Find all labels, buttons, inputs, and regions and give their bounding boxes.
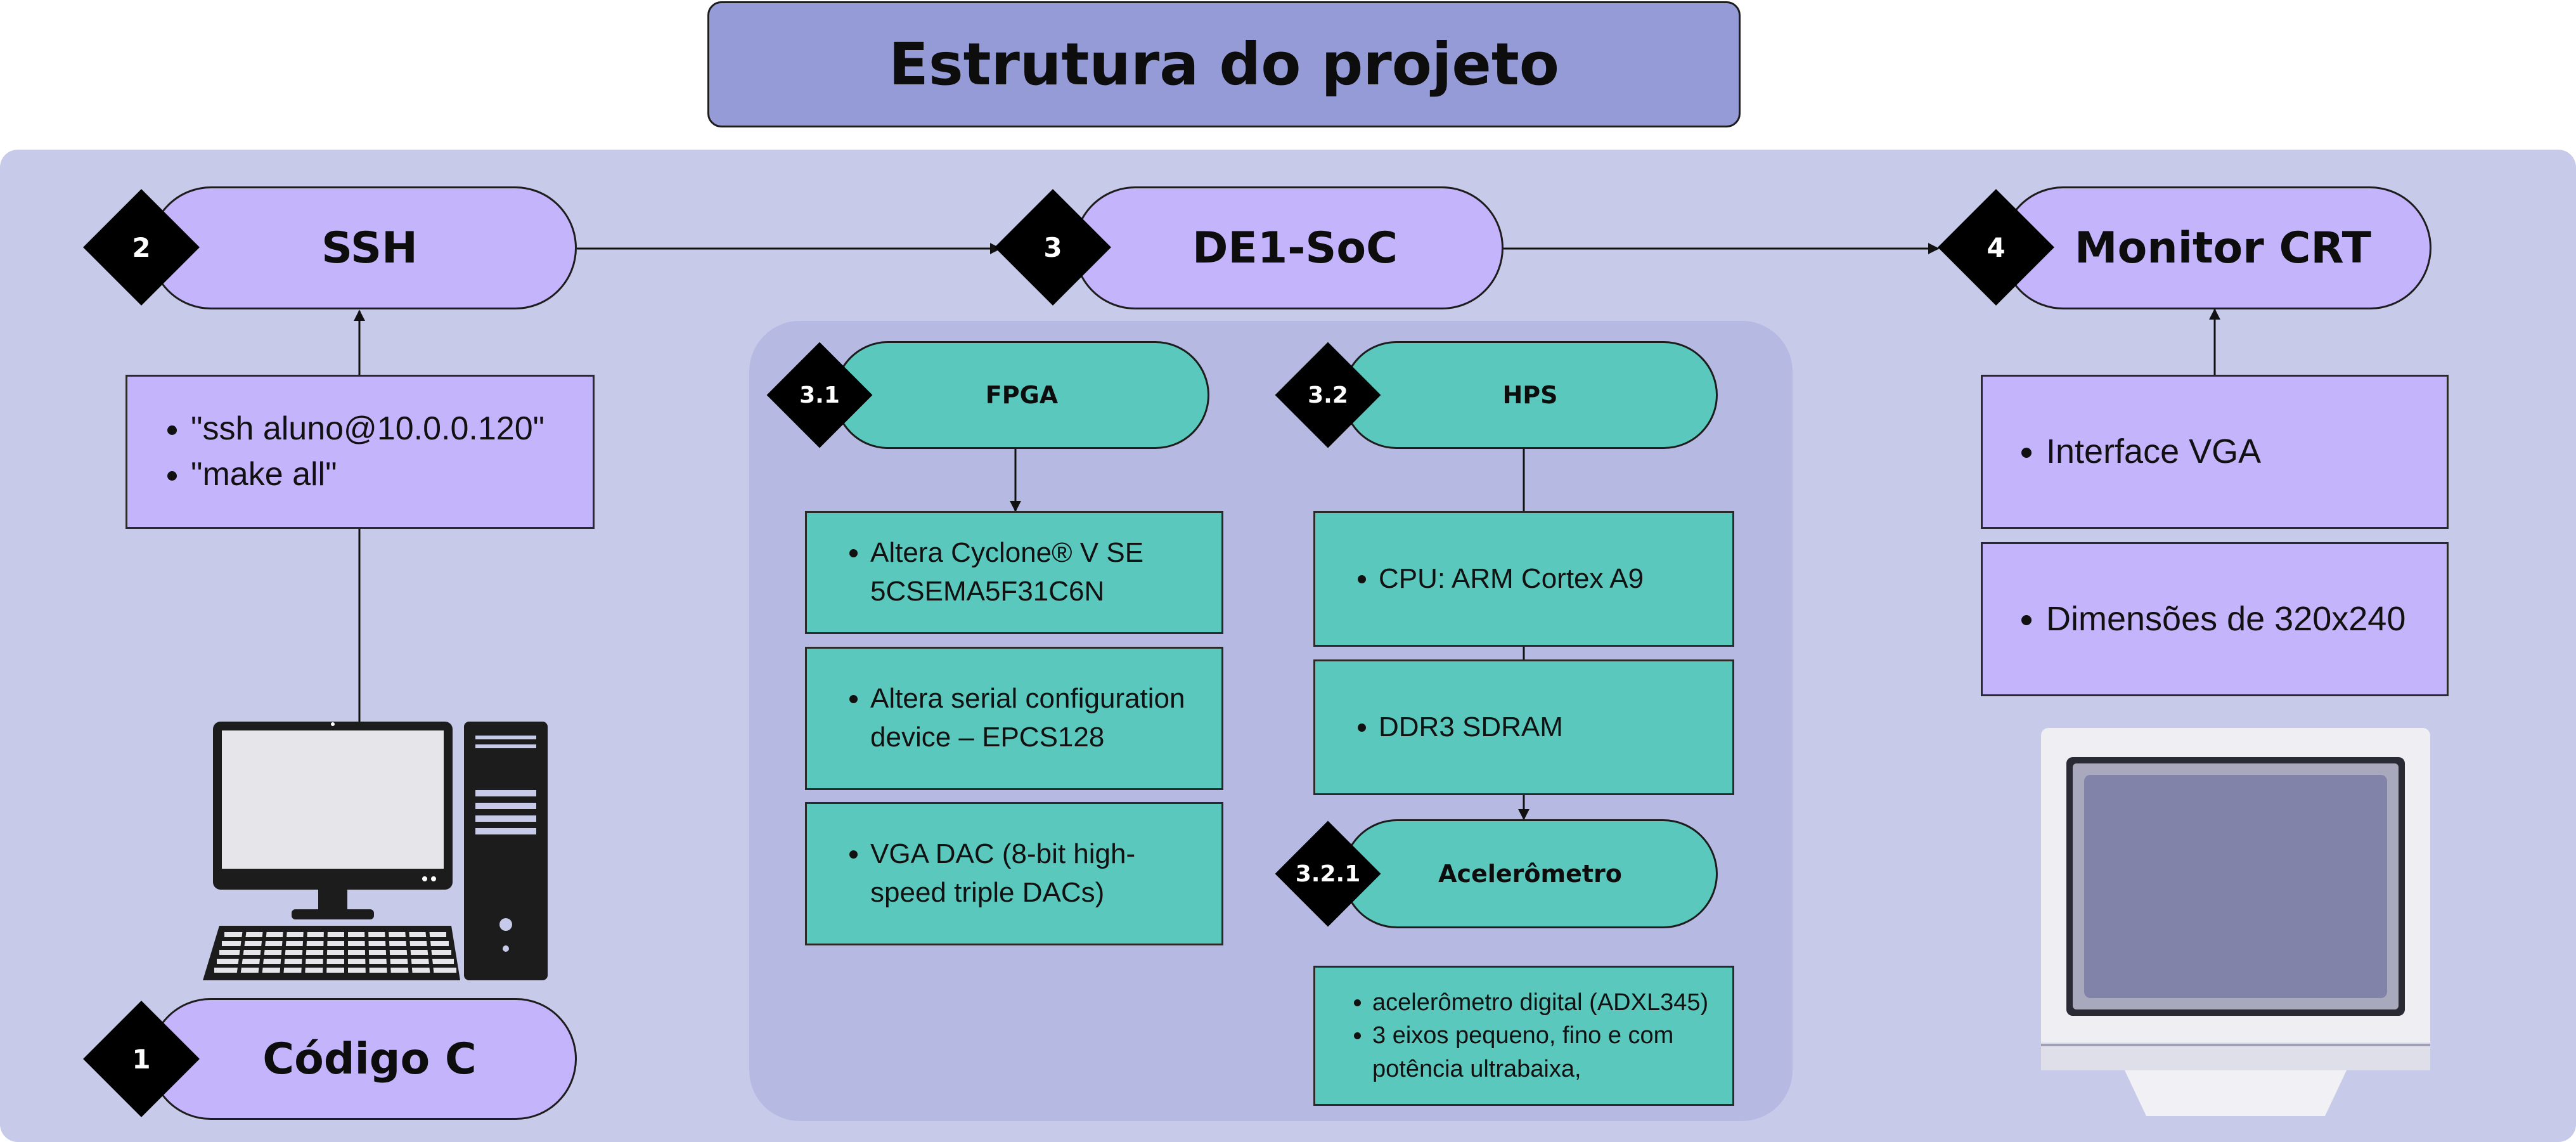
badge-acelerometro-number: 3.2.1: [1295, 860, 1361, 887]
ssh-commands-box: "ssh aluno@10.0.0.120" "make all": [126, 375, 595, 529]
node-ssh-label: SSH: [321, 223, 418, 273]
fpga-item-box: Altera Cyclone® V SE 5CSEMA5F31C6N: [805, 511, 1223, 634]
badge-hps-number: 3.2: [1308, 382, 1348, 408]
badge-ssh-number: 2: [132, 231, 151, 263]
fpga-item-box: Altera serial configuration device – EPC…: [805, 647, 1223, 790]
badge-codigo-c-number: 1: [132, 1043, 151, 1075]
hps-item-box: CPU: ARM Cortex A9: [1313, 511, 1734, 647]
badge-de1-soc-number: 3: [1043, 231, 1062, 263]
crt-monitor-icon: [2041, 728, 2430, 1116]
monitor-item: Interface VGA: [2046, 428, 2261, 476]
node-monitor-crt-label: Monitor CRT: [2074, 223, 2372, 273]
desktop-computer-icon: [203, 722, 548, 980]
monitor-item: Dimensões de 320x240: [2046, 595, 2405, 643]
monitor-item-box: Dimensões de 320x240: [1981, 542, 2449, 696]
fpga-item: Altera serial configuration device – EPC…: [870, 680, 1209, 756]
acelerometro-details-box: acelerômetro digital (ADXL345) 3 eixos p…: [1313, 966, 1734, 1106]
ssh-command-item: "make all": [191, 452, 544, 498]
diagram-title: Estrutura do projeto: [707, 1, 1741, 127]
node-hps-label: HPS: [1502, 381, 1558, 409]
node-fpga-label: FPGA: [985, 381, 1059, 409]
acelerometro-item: 3 eixos pequeno, fino e com potência ult…: [1372, 1019, 1720, 1086]
fpga-item: VGA DAC (8-bit high-speed triple DACs): [870, 835, 1209, 912]
hps-item: DDR3 SDRAM: [1379, 708, 1563, 747]
node-acelerometro-label: Acelerômetro: [1438, 860, 1622, 888]
node-de1-soc: DE1-SoC: [1074, 186, 1504, 309]
badge-monitor-crt-number: 4: [1987, 231, 2006, 263]
hps-item-box: DDR3 SDRAM: [1313, 659, 1734, 795]
badge-fpga-number: 3.1: [799, 382, 840, 408]
hps-item: CPU: ARM Cortex A9: [1379, 560, 1644, 599]
acelerometro-item: acelerômetro digital (ADXL345): [1372, 986, 1720, 1019]
node-codigo-c-label: Código C: [262, 1034, 477, 1084]
fpga-item-box: VGA DAC (8-bit high-speed triple DACs): [805, 802, 1223, 945]
node-de1-soc-label: DE1-SoC: [1192, 223, 1398, 273]
node-fpga: FPGA: [834, 341, 1209, 449]
monitor-item-box: Interface VGA: [1981, 375, 2449, 529]
node-acelerometro: Acelerômetro: [1343, 819, 1718, 928]
node-hps: HPS: [1343, 341, 1718, 449]
node-monitor-crt: Monitor CRT: [2002, 186, 2431, 309]
node-codigo-c: Código C: [150, 998, 577, 1120]
ssh-command-item: "ssh aluno@10.0.0.120": [191, 406, 544, 452]
fpga-item: Altera Cyclone® V SE 5CSEMA5F31C6N: [870, 534, 1209, 611]
node-ssh: SSH: [150, 186, 577, 309]
